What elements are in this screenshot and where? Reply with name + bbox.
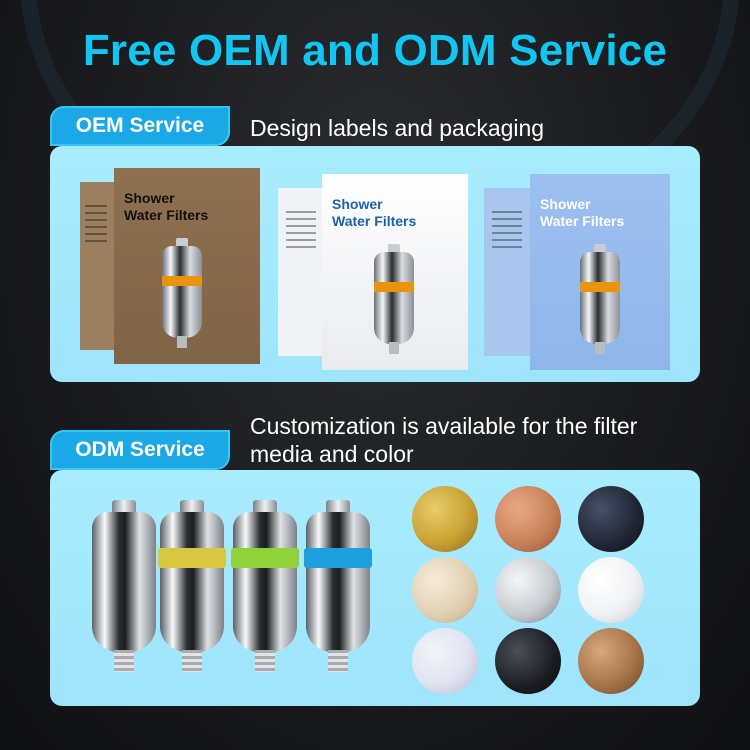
box-front: Shower Water Filters [114, 168, 260, 364]
media-calcium-sulfite [412, 557, 478, 623]
odm-description-line2: media and color [250, 441, 414, 467]
box-label-line1: Shower [124, 190, 175, 206]
box-label-line1: Shower [540, 196, 591, 212]
filter-blue-ring [304, 500, 372, 680]
box-front: Shower Water Filters [530, 174, 670, 370]
media-mineral-sand [578, 628, 644, 694]
odm-description-line1: Customization is available for the filte… [250, 413, 638, 439]
page-title: Free OEM and ODM Service [82, 26, 668, 75]
filter-image [374, 244, 414, 356]
oem-panel: Shower Water Filters Shower Water Filter… [50, 146, 700, 382]
box-front: Shower Water Filters [322, 174, 468, 370]
media-activated-carbon [578, 486, 644, 552]
box-side [80, 182, 114, 350]
white-packaging-box: Shower Water Filters [278, 174, 468, 370]
box-label-line2: Water Filters [540, 213, 625, 229]
box-label-line1: Shower [332, 196, 383, 212]
box-label-line2: Water Filters [332, 213, 417, 229]
filter-image [162, 238, 202, 350]
media-ceramic-balls [495, 486, 561, 552]
media-silica-beads [495, 557, 561, 623]
media-black-ceramic [495, 628, 561, 694]
blue-packaging-box: Shower Water Filters [484, 174, 670, 370]
oem-service-tag: OEM Service [50, 106, 230, 146]
oem-description: Design labels and packaging [250, 115, 545, 141]
media-vitamin-c-beads [412, 628, 478, 694]
box-label-line2: Water Filters [124, 207, 209, 223]
odm-service-tag: ODM Service [50, 430, 230, 470]
odm-description: Customization is available for the filte… [250, 412, 637, 468]
filter-yellow-ring [158, 500, 226, 680]
filter-image [580, 244, 620, 356]
media-white-balls [578, 557, 644, 623]
filter-silver [92, 500, 156, 680]
box-side [278, 188, 322, 356]
box-side [484, 188, 530, 356]
filter-green-ring [231, 500, 299, 680]
brown-packaging-box: Shower Water Filters [80, 168, 260, 364]
media-kdf-granules [412, 486, 478, 552]
